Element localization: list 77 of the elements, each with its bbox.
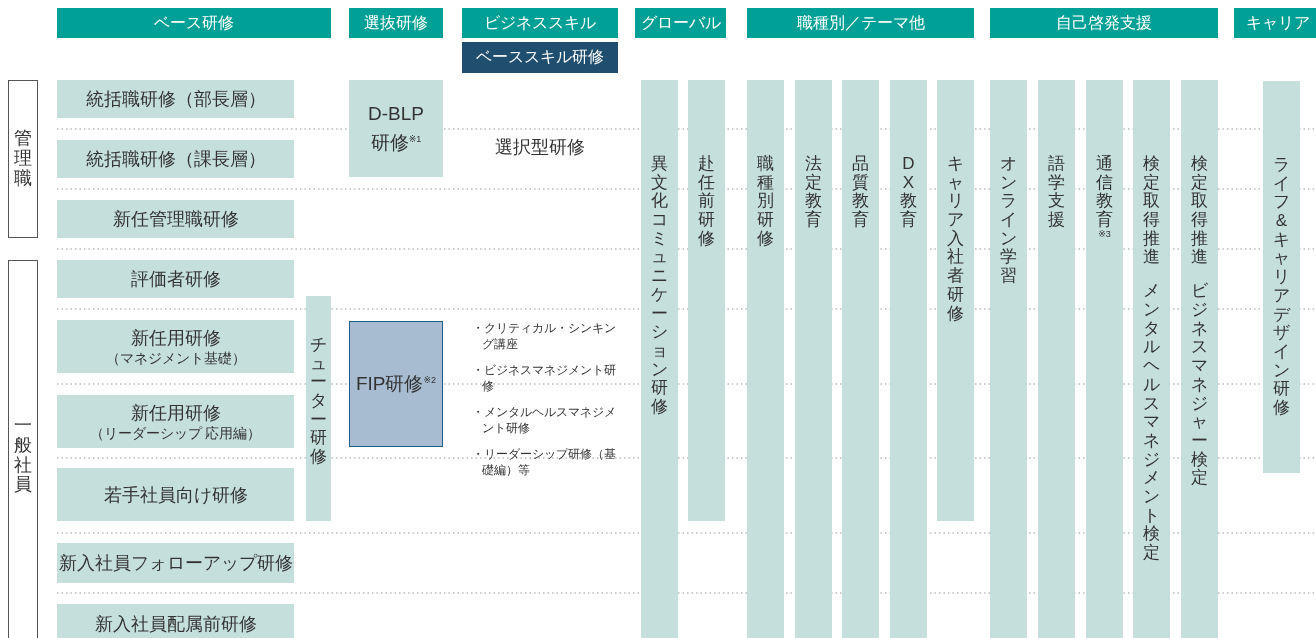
course-box (57, 200, 294, 238)
course-name: 新任用研修 (130, 326, 221, 350)
header-label: グローバル (640, 12, 721, 33)
course-name: 若手社員向け研修 (103, 483, 248, 507)
course-note: （マネジメント基礎） (105, 349, 246, 368)
category-header (747, 8, 974, 38)
course-box (57, 80, 294, 118)
course-column (890, 80, 927, 638)
course-box (57, 543, 294, 583)
course-box (349, 321, 443, 447)
bullet-item: ・クリティカル・シンキング講座 (472, 320, 617, 353)
course-name: キャリア入社者研修 (947, 155, 964, 324)
course-note: （リーダーシップ 応用編） (89, 424, 262, 443)
header-label: 自己啓発支援 (1056, 12, 1152, 33)
course-column (1086, 80, 1123, 638)
subcategory-header (462, 42, 618, 73)
course-name: 品質教育 (852, 155, 869, 230)
course-name: 統括職研修（課長層） (85, 148, 266, 171)
course-name: ライフ&キャリアデザイン研修 (1273, 156, 1290, 418)
course-column (990, 80, 1027, 638)
course-column (306, 296, 331, 521)
course-column (1038, 80, 1075, 638)
level-label: 一般社員 (14, 415, 32, 496)
course-column (1263, 81, 1300, 473)
category-header (349, 8, 443, 38)
course-name: 異文化コミュニケーション研修 (651, 155, 668, 417)
course-column (795, 80, 832, 638)
course-name: D-BLP 研修$^{※1}$ (367, 102, 425, 155)
course-column (1133, 80, 1170, 638)
course-name: ビジネスマネジャー検定 (1191, 282, 1208, 488)
course-name: 評価者研修 (130, 268, 221, 291)
course-name: 検定取得推進 (1143, 155, 1160, 268)
course-name: チューター研修 (310, 336, 327, 467)
bullet-item: ・メンタルヘルスマネジメント研修 (472, 404, 617, 437)
category-header (57, 8, 331, 38)
course-column (688, 80, 725, 521)
course-name: 赴任前研修 (698, 155, 715, 249)
course-box (57, 468, 294, 521)
course-name: 選択型研修 (494, 136, 586, 159)
header-label: 選抜研修 (364, 12, 428, 33)
course-name: 統括職研修（部長層） (85, 88, 266, 111)
course-name: 新任用研修 (130, 401, 221, 425)
course-column (937, 80, 974, 521)
course-name: FIP研修$^{※2}$ (355, 372, 437, 396)
category-header (462, 8, 618, 38)
course-name: DX 教育 (900, 155, 917, 230)
bullet-item: ・リーダーシップ研修（基礎編）等 (472, 446, 617, 479)
course-box (57, 320, 294, 373)
header-label: 職種別／テーマ他 (796, 12, 925, 33)
course-box (57, 604, 294, 638)
category-header (990, 8, 1218, 38)
header-label: ビジネススキル (484, 12, 596, 33)
bullet-item: ・ビジネスマネジメント研修 (472, 362, 617, 395)
course-name: 検定取得推進 (1191, 155, 1208, 268)
level-label: 管理職 (14, 129, 32, 189)
course-column (1181, 80, 1218, 638)
course-name: 法定教育 (805, 155, 822, 230)
category-header (1234, 8, 1316, 38)
course-name: オンライン学習 (1000, 155, 1017, 286)
course-name: 語学支援 (1048, 155, 1065, 230)
course-column (842, 80, 879, 638)
course-box (57, 395, 294, 448)
course-name: 職種別研修 (757, 155, 774, 249)
header-label: キャリア (1245, 12, 1310, 33)
course-name: 新入社員フォローアップ研修 (58, 552, 293, 575)
course-name: 新任管理職研修 (112, 208, 239, 231)
level-label-box (8, 260, 38, 638)
course-box (349, 80, 443, 177)
header-label: ベーススキル研修 (476, 47, 604, 67)
header-label: ベース研修 (154, 12, 234, 33)
course-column (747, 80, 784, 638)
course-name: 新入社員配属前研修 (94, 613, 257, 636)
course-box (57, 140, 294, 178)
course-box (57, 260, 294, 298)
course-column (641, 80, 678, 638)
course-name: メンタルヘルスマネジメント検定 (1143, 282, 1160, 563)
level-label-box (8, 80, 38, 238)
